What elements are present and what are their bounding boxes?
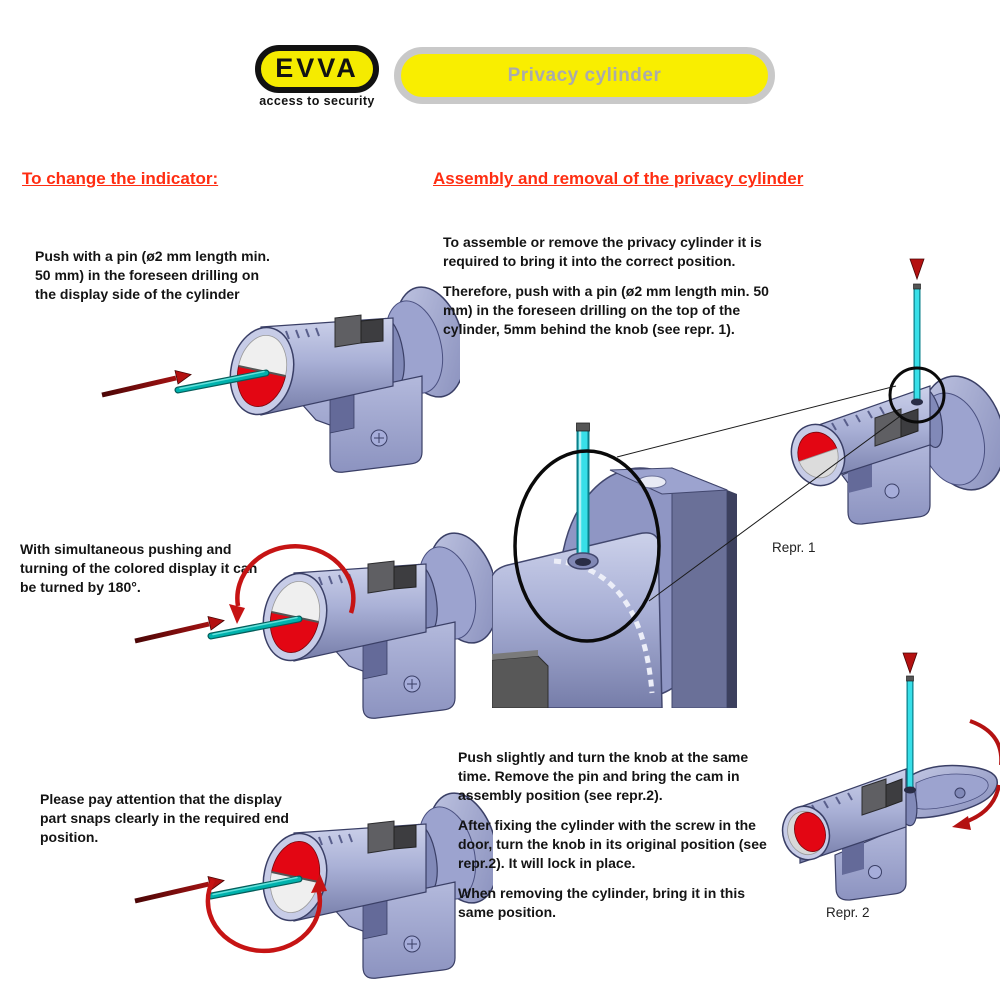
assembly-pin (913, 283, 921, 404)
display-indicator (236, 335, 288, 407)
repr2-illustration (781, 585, 1000, 901)
assembly-paragraph-1: To assemble or remove the privacy cylind… (443, 234, 762, 269)
assembly-paragraph-2: Therefore, push with a pin (ø2 mm length… (443, 283, 769, 337)
cylinder-pin-illustration (90, 282, 460, 474)
assembly-paragraph-3: Push slightly and turn the knob at the s… (458, 749, 749, 803)
assembly-steps-text: Push slightly and turn the knob at the s… (458, 748, 780, 933)
evva-logo: EVVA access to security (232, 45, 402, 108)
repr1-illustration (790, 189, 1000, 525)
right-section-heading: Assembly and removal of the privacy cyli… (433, 169, 804, 188)
left-section-heading: To change the indicator: (22, 169, 219, 188)
evva-logo-tagline: access to security (259, 94, 375, 108)
cylinder (781, 764, 999, 901)
push-down-arrow-icon (909, 189, 925, 281)
repr1-label: Repr. 1 (772, 540, 816, 555)
assembly-paragraph-5: When removing the cylinder, bring it in … (458, 885, 746, 920)
push-down-arrow-icon (902, 585, 918, 675)
assembly-pin (576, 422, 590, 558)
evva-logo-pill: EVVA (255, 45, 379, 93)
drilling-hole (904, 786, 916, 794)
cylinder-rotate-illustration (123, 528, 493, 720)
pin-hole-detail-illustration (492, 422, 737, 708)
step-2-text: With simultaneous pushing and turning of… (20, 541, 258, 595)
assembly-intro-text: To assemble or remove the privacy cylind… (443, 233, 795, 350)
title-banner: Privacy cylinder (394, 47, 775, 104)
rotation-arrow-icon (205, 874, 327, 954)
repr2-label: Repr. 2 (826, 905, 870, 920)
assembly-paragraph-4: After fixing the cylinder with the screw… (458, 817, 767, 871)
drilling-hole (911, 398, 923, 406)
assembly-pin (906, 675, 914, 792)
knob-rotation-arrow-icon (952, 719, 1000, 830)
step-3-text: Please pay attention that the display pa… (40, 791, 289, 845)
rotation-arrow-icon (229, 544, 356, 624)
display-indicator (781, 805, 831, 861)
cylinder-snap-illustration (123, 788, 493, 980)
step-1-text: Push with a pin (ø2 mm length min. 50 mm… (35, 248, 270, 302)
